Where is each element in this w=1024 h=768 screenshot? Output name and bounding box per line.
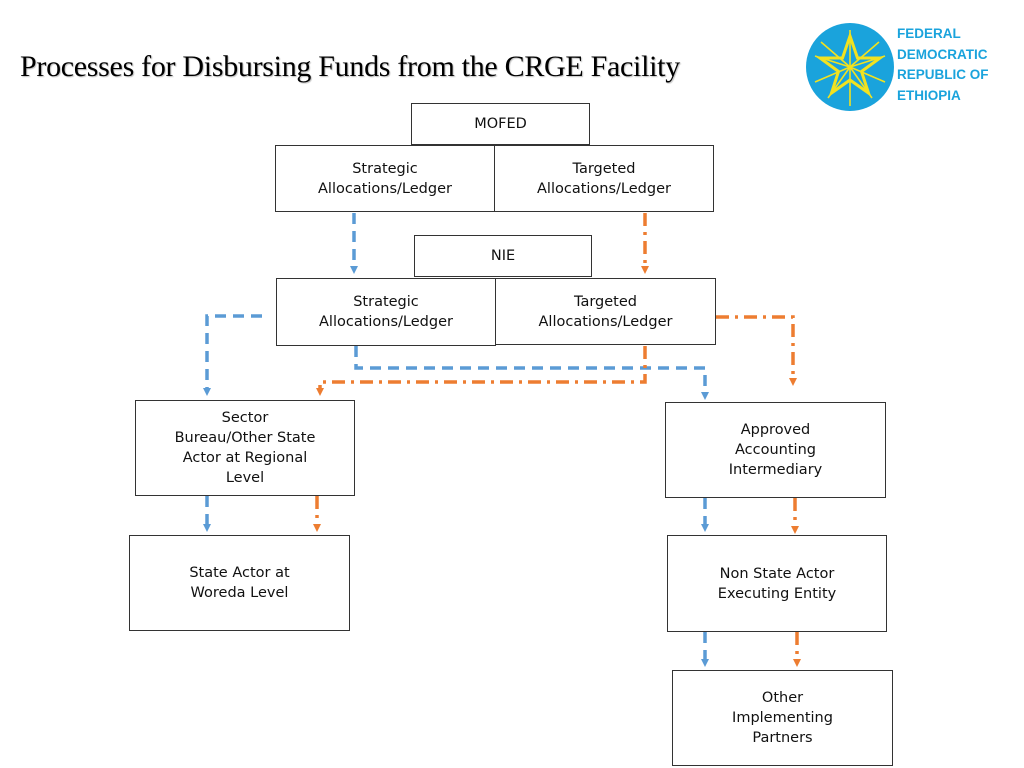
- node-label: Partners: [752, 730, 813, 746]
- node-sector-bureau: Sector Bureau/Other State Actor at Regio…: [135, 400, 355, 496]
- node-label: Other: [761, 690, 804, 706]
- node-label: Allocations/Ledger: [318, 180, 452, 197]
- node-label: Actor at Regional: [182, 450, 308, 466]
- node-label: Accounting: [735, 442, 816, 458]
- node-label: Allocations/Ledger: [319, 314, 453, 330]
- node-label: Bureau/Other State: [174, 430, 316, 446]
- node-label: MOFED: [474, 116, 527, 132]
- node-label: Targeted: [574, 293, 637, 310]
- node-label: Woreda Level: [190, 585, 289, 601]
- node-label: Sector: [221, 410, 269, 426]
- node-mofed-strategic: Strategic Allocations/Ledger: [275, 145, 495, 212]
- node-label: Executing Entity: [717, 585, 837, 602]
- node-label: Intermediary: [728, 462, 823, 478]
- node-label: Allocations/Ledger: [538, 313, 673, 330]
- node-state-actor-woreda: State Actor at Woreda Level: [129, 535, 350, 631]
- strategic-arrow-to-sector: [203, 314, 262, 396]
- node-non-state-actor: Non State Actor Executing Entity: [667, 535, 887, 632]
- node-label: NIE: [490, 248, 516, 264]
- targeted-arrow-to-sector: [316, 346, 647, 396]
- node-mofed: MOFED: [411, 103, 590, 145]
- node-label: Level: [225, 470, 265, 486]
- strategic-arrow-to-intermediary: [354, 346, 709, 400]
- node-nie-strategic: Strategic Allocations/Ledger: [276, 278, 496, 346]
- country-line: REPUBLIC OF: [897, 67, 989, 82]
- node-mofed-targeted: Targeted Allocations/Ledger: [494, 145, 714, 212]
- node-other-partners: Other Implementing Partners: [672, 670, 893, 766]
- ethiopian-emblem-icon: [806, 23, 894, 111]
- node-nie: NIE: [414, 235, 592, 277]
- country-line: ETHIOPIA: [897, 87, 961, 103]
- node-label: Strategic: [353, 294, 419, 310]
- page-title: Processes for Disbursing Funds from the …: [20, 50, 680, 83]
- node-nie-targeted: Targeted Allocations/Ledger: [495, 278, 716, 345]
- country-line: DEMOCRATIC: [897, 46, 988, 62]
- node-label: Implementing: [732, 710, 833, 726]
- node-label: Approved: [740, 422, 811, 438]
- node-label: Allocations/Ledger: [537, 180, 671, 197]
- targeted-arrow-to-intermediary: [716, 315, 797, 386]
- node-label: Targeted: [572, 160, 636, 177]
- country-line: FEDERAL: [897, 26, 961, 41]
- node-approved-intermediary: Approved Accounting Intermediary: [665, 402, 886, 498]
- country-name: FEDERAL DEMOCRATIC REPUBLIC OF ETHIOPIA: [897, 24, 989, 106]
- node-label: Strategic: [352, 160, 418, 177]
- node-label: Non State Actor: [719, 565, 835, 582]
- node-label: State Actor at: [189, 565, 290, 581]
